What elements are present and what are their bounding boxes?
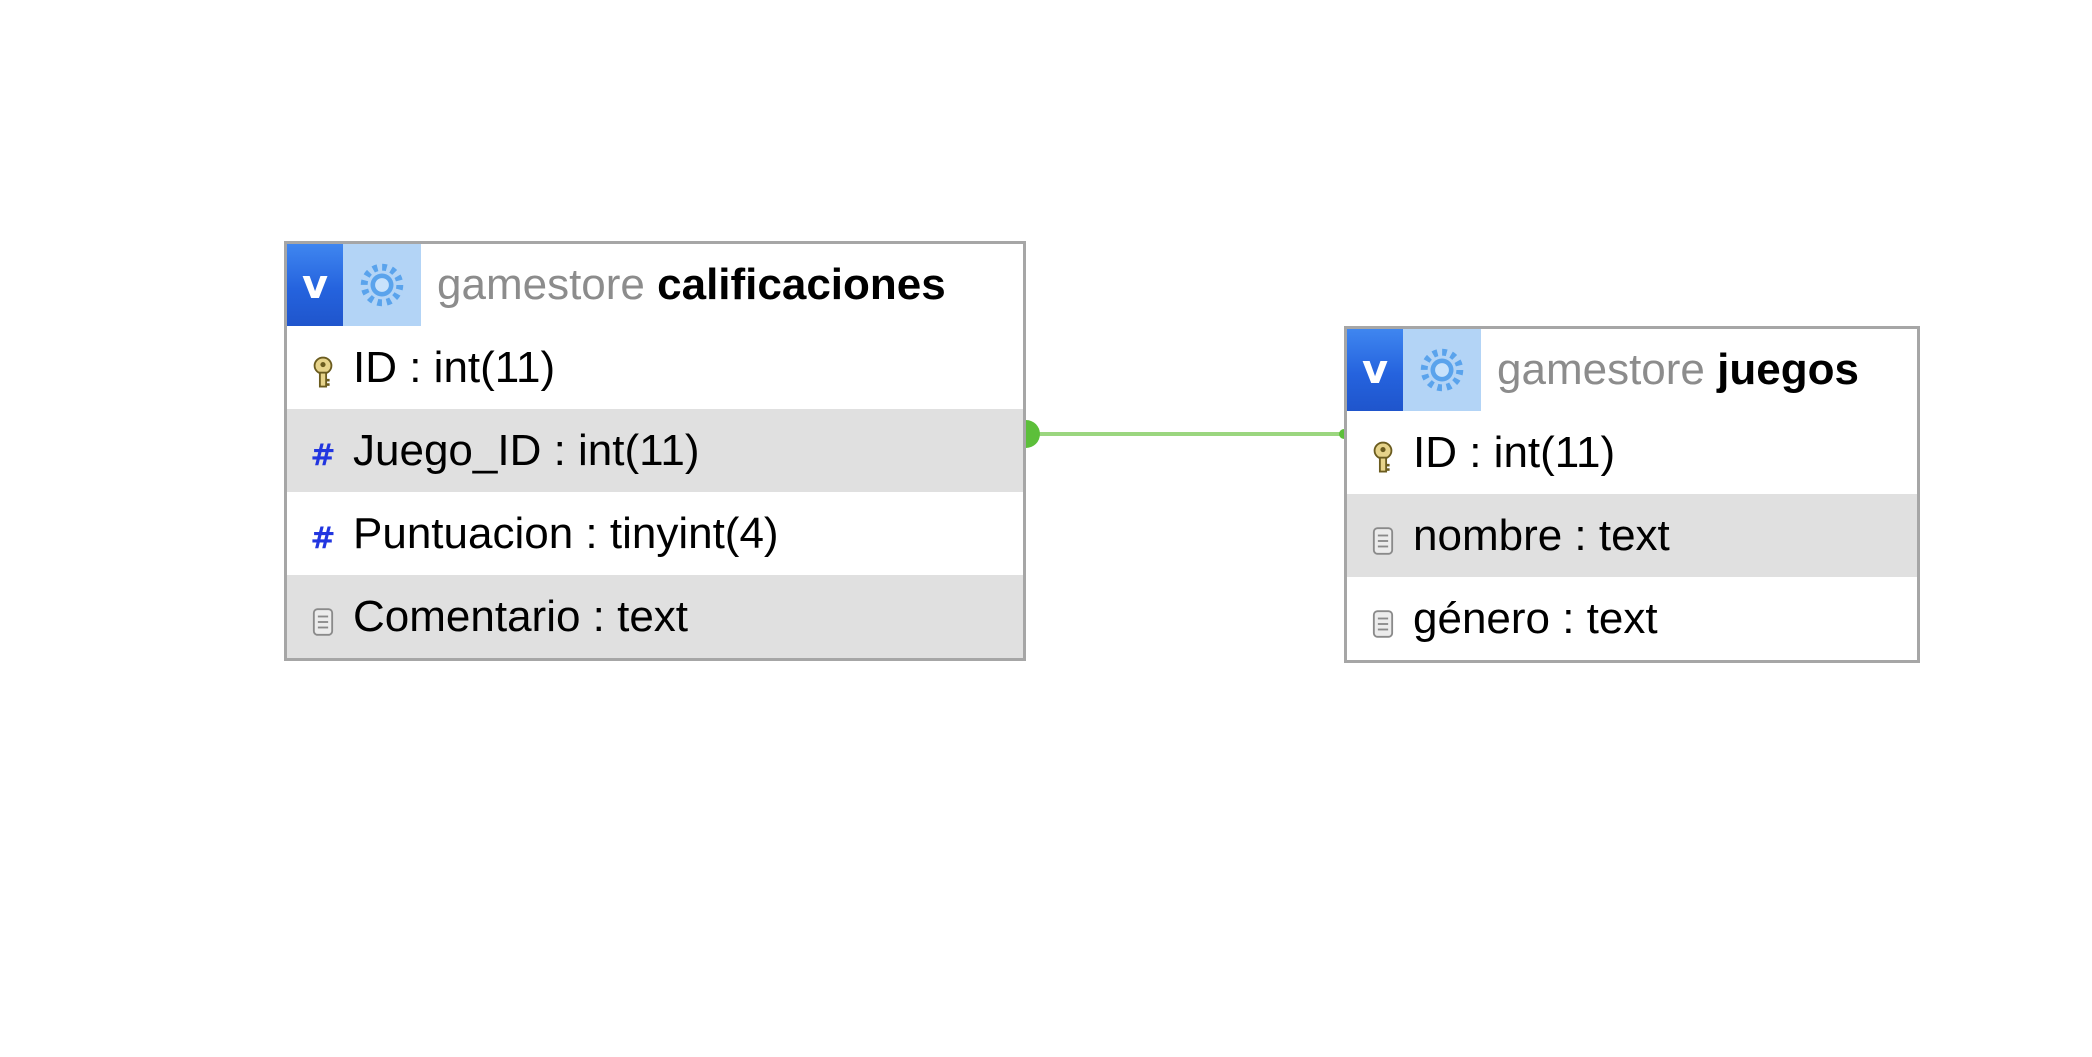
numeric-column-icon: # xyxy=(310,438,336,473)
table-options-button[interactable] xyxy=(343,244,421,326)
table-name: calificaciones xyxy=(657,260,946,309)
column-row-comentario[interactable]: Comentario : text xyxy=(287,575,1023,658)
column-row-puntuacion[interactable]: # Puntuacion : tinyint(4) xyxy=(287,492,1023,575)
column-label: ID : int(11) xyxy=(353,343,556,392)
gear-icon xyxy=(360,263,404,307)
table-options-button[interactable] xyxy=(1403,329,1481,411)
schema-name: gamestore xyxy=(437,260,645,309)
table-title: gamestore juegos xyxy=(1497,329,1859,411)
column-label: Juego_ID : int(11) xyxy=(353,426,700,475)
table-juegos[interactable]: v gamestore juegos xyxy=(1344,326,1920,663)
column-label: ID : int(11) xyxy=(1413,428,1616,477)
schema-name: gamestore xyxy=(1497,345,1705,394)
column-label: género : text xyxy=(1413,594,1658,643)
table-name: juegos xyxy=(1717,345,1859,394)
primary-key-icon xyxy=(305,346,341,390)
table-header: v gamestore calificaciones xyxy=(287,244,1023,326)
numeric-column-icon: # xyxy=(310,521,336,556)
toggle-columns-button[interactable]: v xyxy=(287,244,343,326)
gear-icon xyxy=(1420,348,1464,392)
text-column-icon xyxy=(305,597,341,637)
toggle-columns-button[interactable]: v xyxy=(1347,329,1403,411)
table-header: v gamestore juegos xyxy=(1347,329,1917,411)
column-row-juego-id[interactable]: # Juego_ID : int(11) xyxy=(287,409,1023,492)
table-title: gamestore calificaciones xyxy=(437,244,946,326)
column-row-nombre[interactable]: nombre : text xyxy=(1347,494,1917,577)
column-label: nombre : text xyxy=(1413,511,1670,560)
column-row-genero[interactable]: género : text xyxy=(1347,577,1917,660)
text-column-icon xyxy=(1365,516,1401,556)
text-column-icon xyxy=(1365,599,1401,639)
table-calificaciones[interactable]: v gamestore calificaciones xyxy=(284,241,1026,661)
column-row-id[interactable]: ID : int(11) xyxy=(287,326,1023,409)
column-label: Comentario : text xyxy=(353,592,689,641)
column-label: Puntuacion : tinyint(4) xyxy=(353,509,779,558)
column-row-id[interactable]: ID : int(11) xyxy=(1347,411,1917,494)
primary-key-icon xyxy=(1365,431,1401,475)
